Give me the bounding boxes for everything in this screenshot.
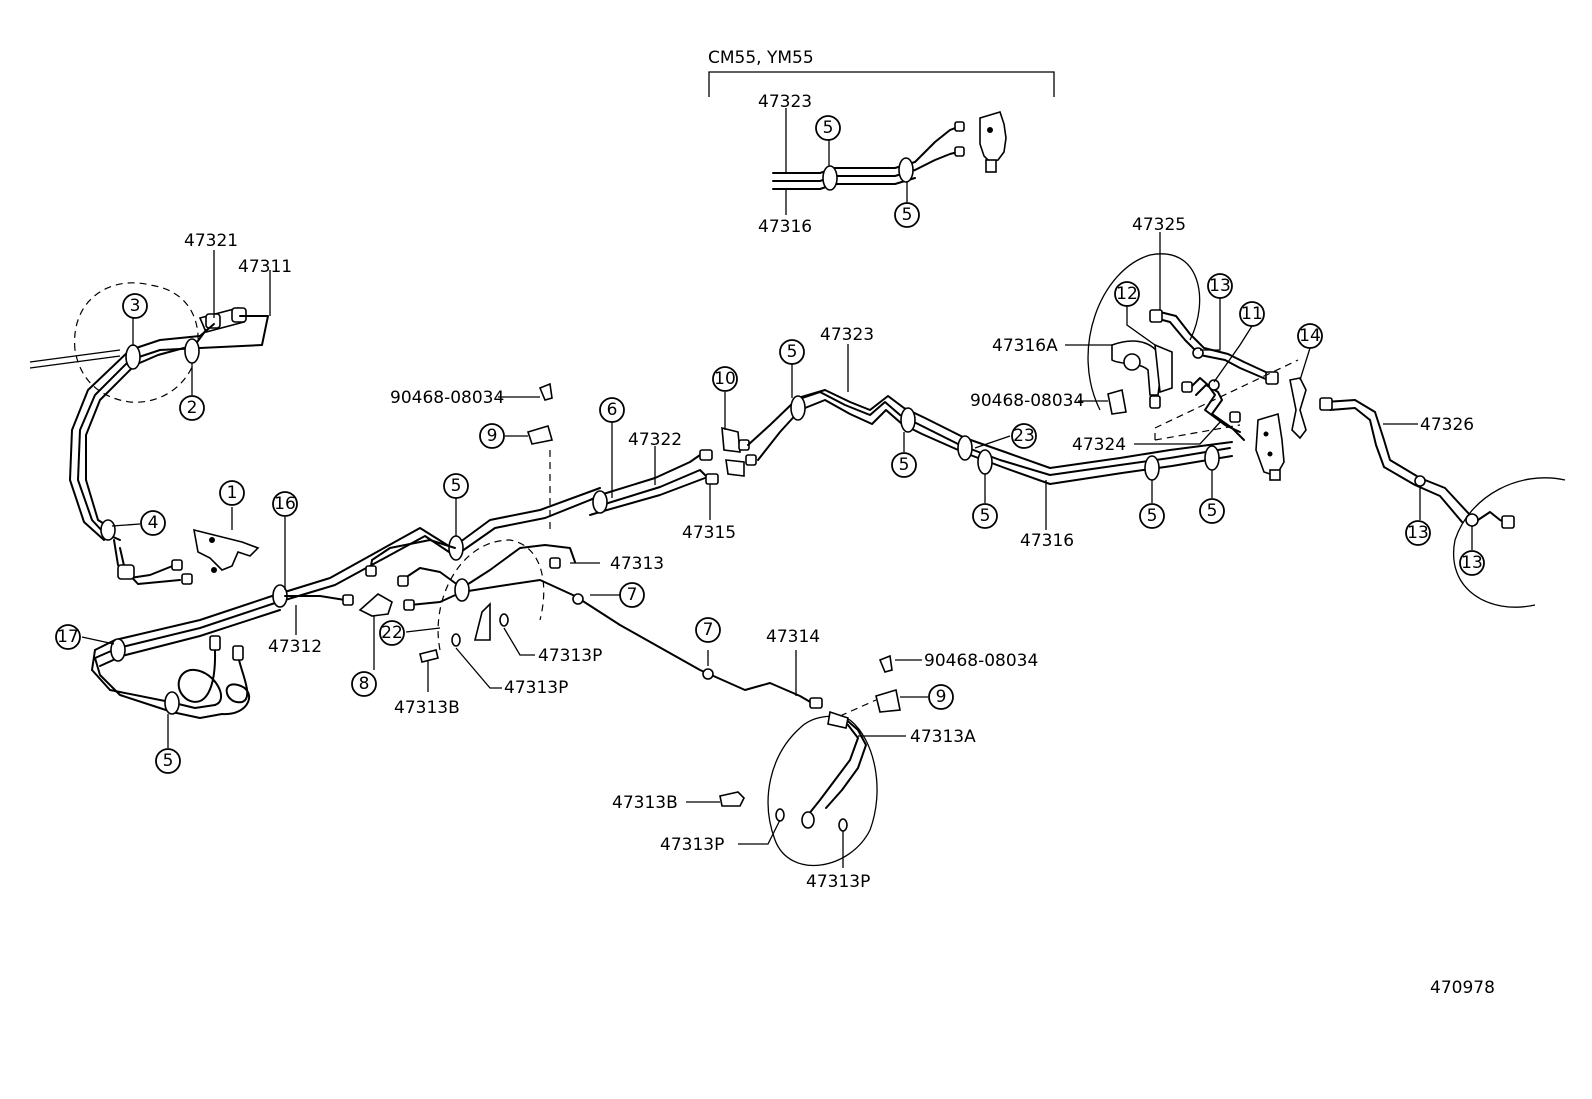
part-label-47316-inset: 47316 [758,217,812,237]
callout-circle-14 [1297,323,1323,349]
part-label-47322: 47322 [628,430,682,450]
part-label-47321: 47321 [184,231,238,251]
part-label-47314: 47314 [766,627,820,647]
part-label-clip-90468-right: 90468-08034 [924,651,1038,671]
callout-circle-5-inset-a [815,115,841,141]
part-label-47313B-b: 47313B [612,793,678,813]
callout-10: 10 [714,369,736,389]
callout-2: 2 [187,398,198,418]
callout-circle-9-right [928,684,954,710]
callout-circle-6 [599,397,625,423]
callout-circle-5-e [972,503,998,529]
callout-5-e: 5 [980,506,991,526]
callout-circle-7-b [695,617,721,643]
lower-wheel-area: 90468-08034 9 47313A 47313B 47313P 47313… [612,651,1038,892]
callout-circle-10 [712,366,738,392]
callout-circle-8 [351,671,377,697]
callout-circle-5-c [779,339,805,365]
part-label-47313: 47313 [610,554,664,574]
inset-cm55-ym55: CM55, YM55 47323 47316 5 5 [708,48,1055,237]
callout-circle-3 [122,293,148,319]
callout-5-d: 5 [899,455,910,475]
part-label-clip-90468-rear: 90468-08034 [970,391,1084,411]
callout-7-a: 7 [627,585,638,605]
part-label-clip-90468-center: 90468-08034 [390,388,504,408]
part-label-47323: 47323 [820,325,874,345]
callout-5-left: 5 [163,751,174,771]
center-brake-lines: 90468-08034 9 6 47322 47315 10 5 47323 5… [390,325,1233,551]
callout-circle-5-g [1199,498,1225,524]
callout-11: 11 [1241,304,1263,324]
callout-1: 1 [227,483,238,503]
master-cylinder-area: 47321 47311 3 2 4 1 [29,231,292,585]
callout-circle-7-a [619,582,645,608]
callout-5-center: 5 [451,476,462,496]
callout-circle-4 [140,510,166,536]
part-label-47313P-a: 47313P [538,646,602,666]
callout-circle-2 [179,395,205,421]
part-label-47316: 47316 [1020,531,1074,551]
callout-5-c: 5 [787,342,798,362]
callout-circle-9-center [479,423,505,449]
callout-circle-5-center [443,473,469,499]
callout-5-inset-b: 5 [902,205,913,225]
part-label-47325: 47325 [1132,215,1186,235]
callout-12: 12 [1116,284,1138,304]
part-label-47313P-d: 47313P [806,872,870,892]
callout-7-b: 7 [703,620,714,640]
callout-circle-13-c [1459,550,1485,576]
part-label-47313P-c: 47313P [660,835,724,855]
callout-13-a: 13 [1209,276,1231,296]
figure-code: 470978 [1430,978,1495,998]
part-label-47311: 47311 [238,257,292,277]
callout-13-b: 13 [1407,523,1429,543]
callout-circle-5-inset-b [894,202,920,228]
callout-22: 22 [381,623,403,643]
inset-proportioning-valve [979,111,1007,173]
part-label-47323-inset: 47323 [758,92,812,112]
callout-circle-13-b [1405,520,1431,546]
rear-right-area: 47325 12 13 11 47316A 90468-08034 47324 … [970,215,1566,608]
part-label-47313B-a: 47313B [394,698,460,718]
callout-13-c: 13 [1461,553,1483,573]
callout-circle-22 [379,620,405,646]
callout-circle-12 [1114,281,1140,307]
callout-circle-1 [219,480,245,506]
callout-circle-5-left [155,748,181,774]
callout-circle-13-a [1207,273,1233,299]
inset-brake-lines [772,121,965,191]
inset-bracket-line [708,71,1055,97]
callout-circle-16 [272,491,298,517]
callout-6: 6 [607,400,618,420]
callout-5-inset-a: 5 [823,118,834,138]
callout-17: 17 [57,627,79,647]
part-label-47326: 47326 [1420,415,1474,435]
callout-8: 8 [359,674,370,694]
callout-9-right: 9 [936,687,947,707]
callout-9-center: 9 [487,426,498,446]
center-lower-lines: 47313 7 7 47314 8 22 47313P 47313P 47313… [351,539,823,718]
callout-circle-17 [55,624,81,650]
callout-circle-5-f [1139,503,1165,529]
callout-circle-23 [1011,423,1037,449]
front-brake-lines: 17 5 16 47312 5 [55,473,601,774]
part-label-47324: 47324 [1072,435,1126,455]
part-label-47315: 47315 [682,523,736,543]
inset-header-label: CM55, YM55 [708,48,814,68]
part-label-47313P-b: 47313P [504,678,568,698]
callout-4: 4 [148,513,159,533]
part-label-47316A: 47316A [992,336,1058,356]
callout-5-g: 5 [1207,501,1218,521]
part-label-47312: 47312 [268,637,322,657]
callout-5-f: 5 [1147,506,1158,526]
callout-14: 14 [1299,326,1321,346]
callout-circle-11 [1239,301,1265,327]
callout-16: 16 [274,494,296,514]
callout-circle-5-d [891,452,917,478]
callout-23: 23 [1013,426,1035,446]
part-label-47313A: 47313A [910,727,976,747]
callout-3: 3 [130,296,141,316]
